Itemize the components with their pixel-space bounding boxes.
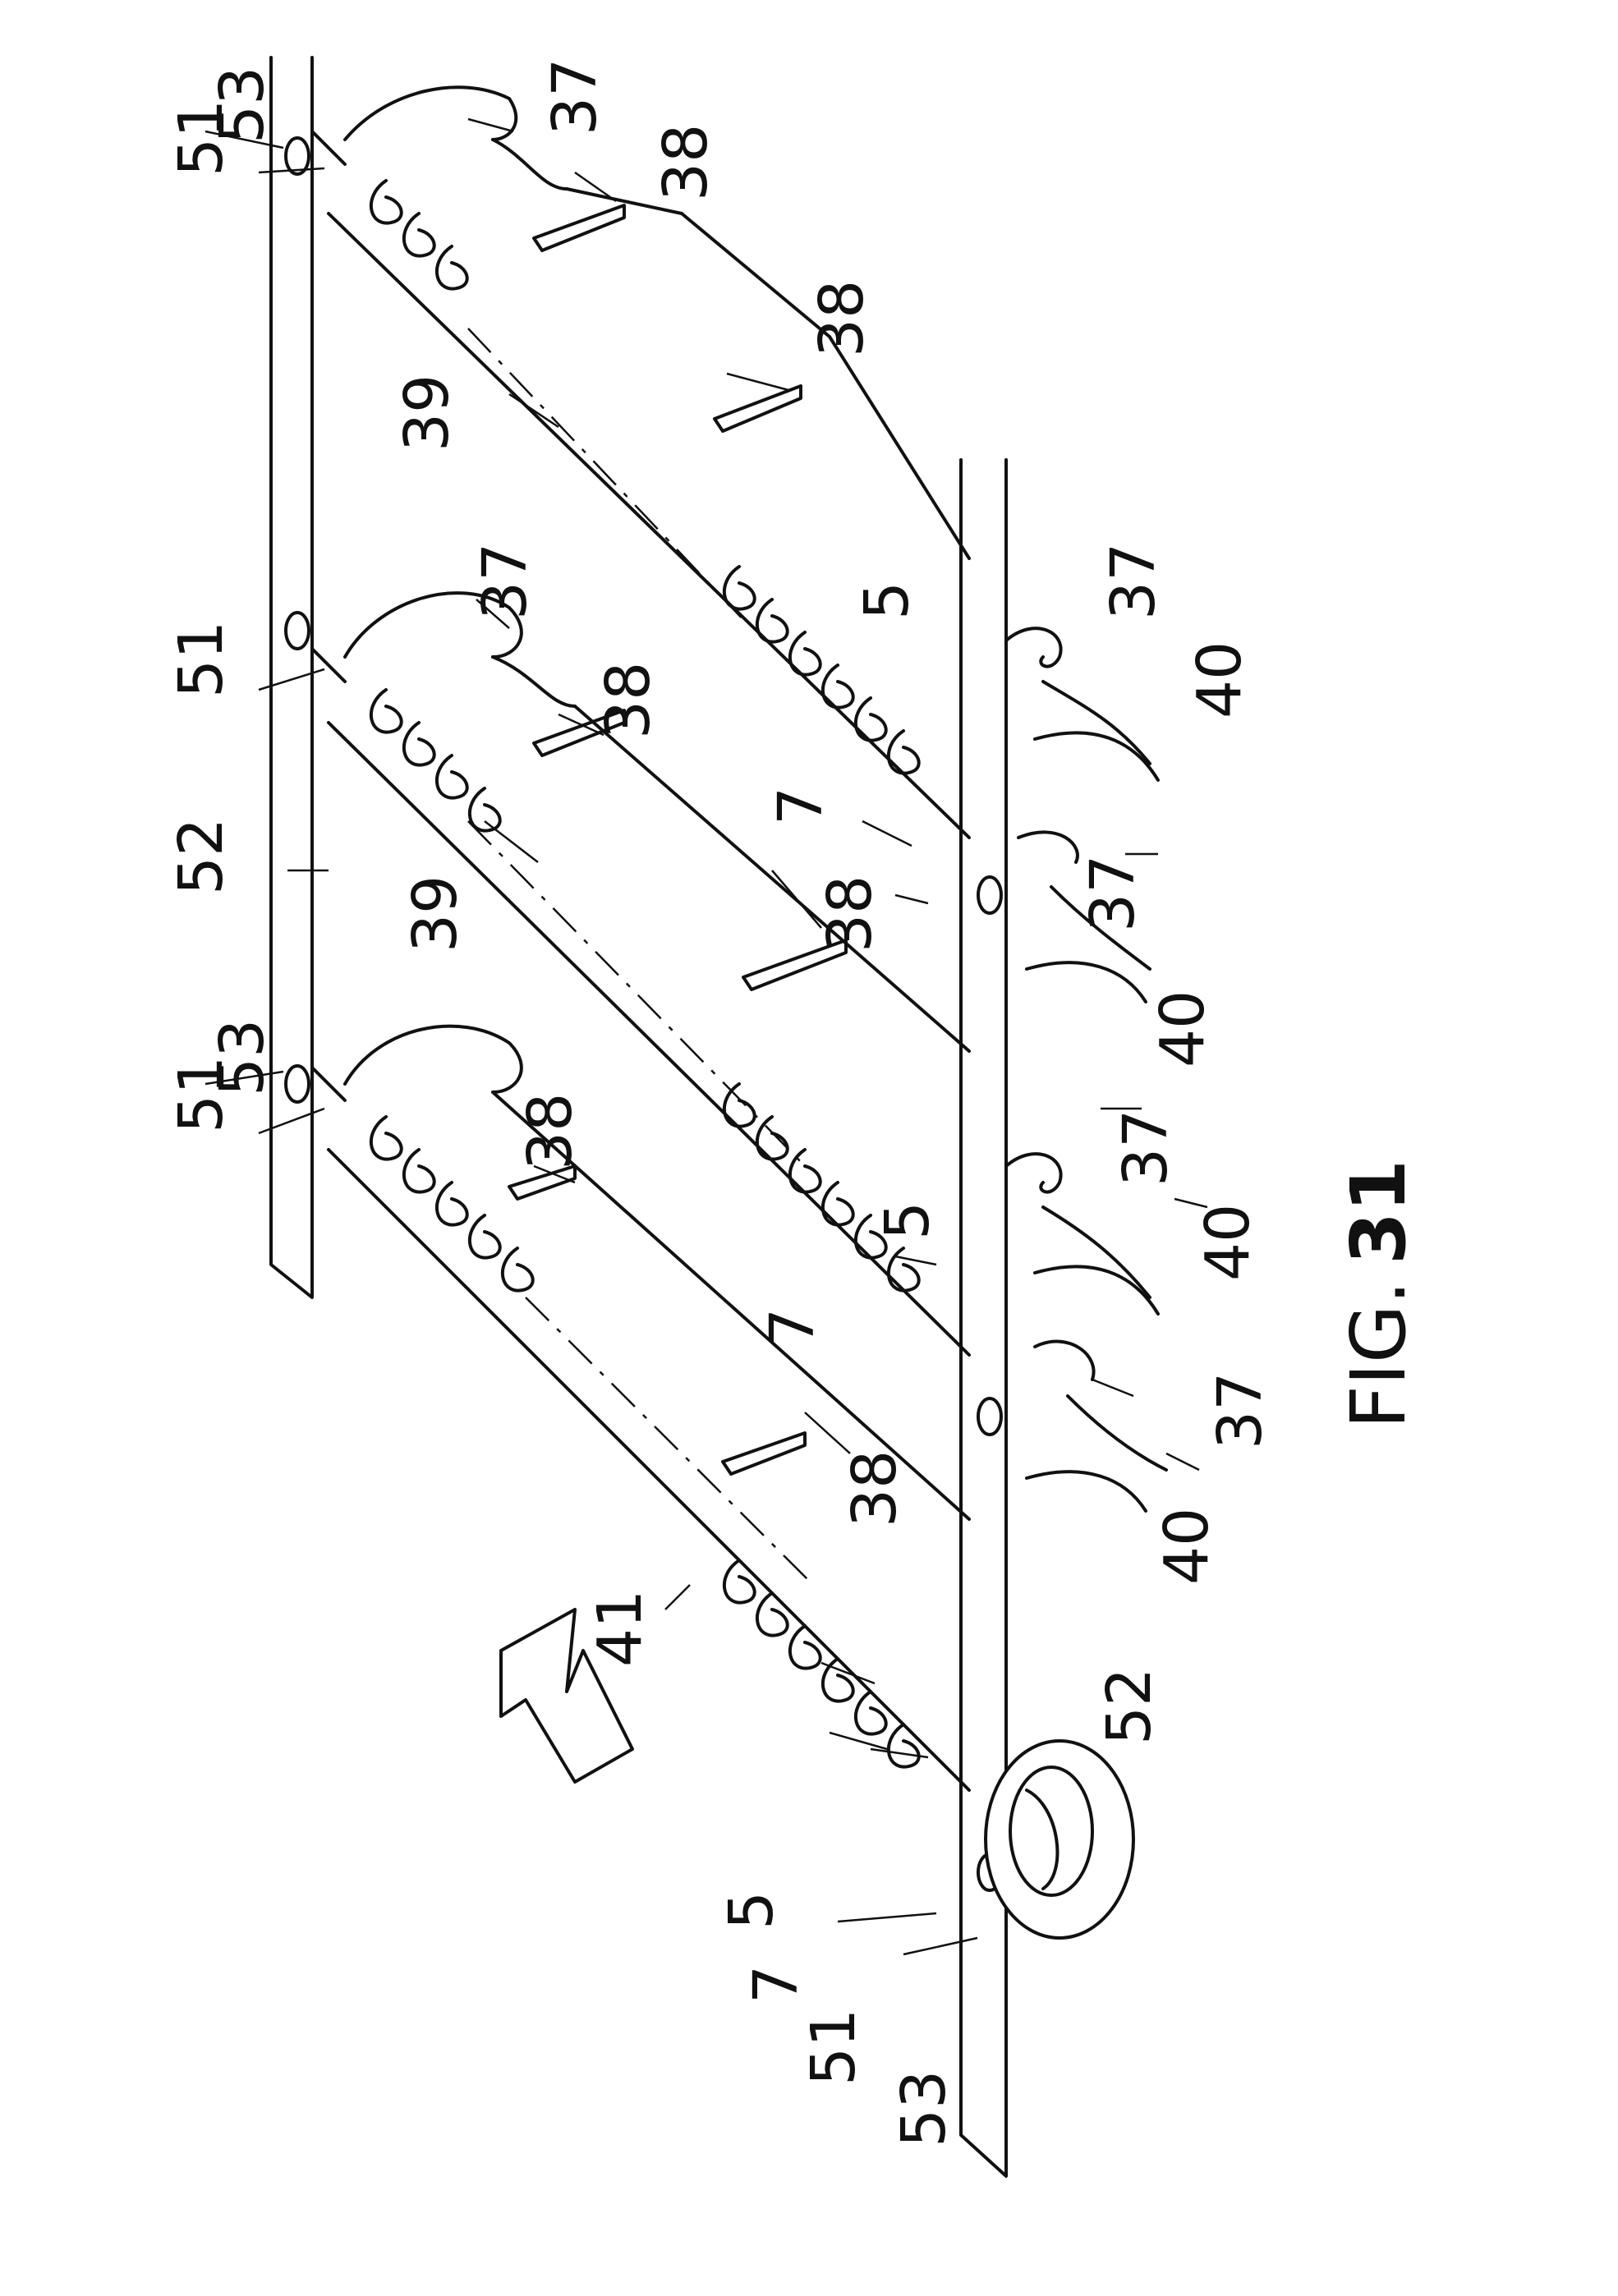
lower-rail bbox=[961, 460, 1006, 2176]
label-7: 7 bbox=[765, 787, 836, 825]
end-ring bbox=[986, 1741, 1133, 1938]
hole-53-mid bbox=[286, 613, 309, 649]
hole-lower-1 bbox=[978, 877, 1001, 913]
label-38: 38 bbox=[515, 1093, 586, 1170]
label-38: 38 bbox=[815, 875, 885, 953]
slot-38-e bbox=[509, 1166, 575, 1199]
label-51: 51 bbox=[166, 621, 237, 698]
caption-number: 31 bbox=[1335, 1159, 1423, 1265]
label-38: 38 bbox=[839, 1450, 910, 1527]
label-38: 38 bbox=[650, 124, 721, 201]
label-40: 40 bbox=[1193, 1204, 1263, 1281]
label-37: 37 bbox=[540, 58, 610, 135]
label-5: 5 bbox=[852, 581, 922, 620]
label-53: 53 bbox=[889, 2070, 959, 2147]
label-37: 37 bbox=[470, 543, 540, 620]
label-5: 5 bbox=[872, 1201, 943, 1240]
leader-lines bbox=[205, 119, 1207, 1954]
label-37: 37 bbox=[1110, 1109, 1181, 1187]
label-37: 37 bbox=[1098, 543, 1169, 620]
label-53: 53 bbox=[207, 67, 278, 144]
caption-prefix: FIG. bbox=[1335, 1280, 1423, 1429]
label-38: 38 bbox=[807, 280, 877, 357]
label-40: 40 bbox=[1147, 990, 1218, 1068]
label-51: 51 bbox=[798, 2009, 869, 2086]
slot-38-a bbox=[534, 205, 624, 250]
label-5: 5 bbox=[716, 1891, 787, 1930]
label-53: 53 bbox=[207, 1019, 278, 1096]
hole-53-low bbox=[286, 1066, 309, 1102]
figure-caption: FIG. 31 bbox=[1335, 1159, 1423, 1429]
upper-rail bbox=[271, 57, 345, 1297]
label-40: 40 bbox=[1184, 641, 1255, 719]
label-7: 7 bbox=[741, 1965, 811, 2004]
label-37: 37 bbox=[1205, 1372, 1276, 1449]
slot-38-f bbox=[723, 1433, 805, 1474]
label-52: 52 bbox=[166, 818, 237, 895]
slot-38-b bbox=[715, 386, 801, 431]
hooks-below-rail bbox=[1006, 628, 1166, 1511]
label-41: 41 bbox=[585, 1590, 655, 1667]
label-39: 39 bbox=[400, 875, 471, 953]
label-37: 37 bbox=[1078, 855, 1148, 932]
hole-lower-2 bbox=[978, 1398, 1001, 1435]
label-38: 38 bbox=[593, 662, 664, 739]
label-40: 40 bbox=[1151, 1508, 1222, 1585]
label-39: 39 bbox=[392, 374, 462, 452]
label-52: 52 bbox=[1094, 1668, 1165, 1745]
label-7: 7 bbox=[757, 1308, 828, 1347]
